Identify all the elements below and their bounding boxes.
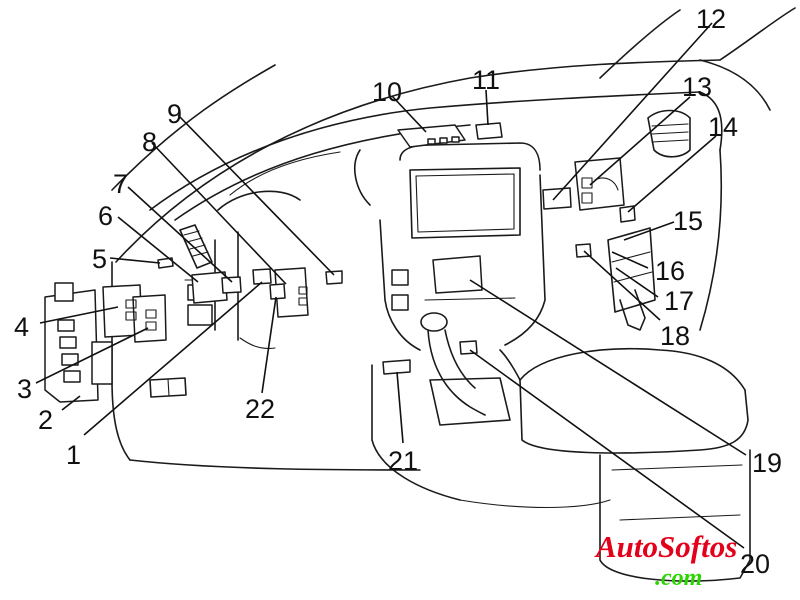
dash-pad — [149, 91, 723, 221]
callout-13: 13 — [682, 72, 712, 102]
callout-14: 14 — [708, 112, 738, 142]
left-vent — [179, 224, 213, 269]
callout-8: 8 — [142, 127, 157, 157]
watermark-brand: AutoSoftos — [594, 529, 737, 564]
gear-lever — [420, 312, 511, 426]
leader-lines — [35, 22, 747, 549]
right-kick-panel — [607, 149, 723, 331]
callout-3: 3 — [17, 374, 32, 404]
callout-4: 4 — [14, 312, 29, 342]
ecu-10 — [397, 124, 466, 148]
watermark: AutoSoftos .com — [594, 529, 737, 591]
ecu-19 — [432, 255, 483, 294]
floor-console — [499, 347, 751, 582]
callout-19: 19 — [752, 448, 782, 478]
callout-17: 17 — [664, 286, 694, 316]
center-stack — [379, 142, 546, 351]
cabin-outline — [111, 7, 796, 263]
relay-9 — [325, 270, 343, 285]
callout-9: 9 — [167, 99, 182, 129]
callout-15: 15 — [673, 206, 703, 236]
watermark-domain: .com — [655, 565, 702, 591]
callout-21: 21 — [388, 446, 418, 476]
callout-12: 12 — [696, 4, 726, 34]
relay-22 — [269, 283, 286, 300]
callout-labels: 1 2 3 4 5 6 7 8 9 10 11 12 13 14 15 16 1… — [14, 4, 782, 579]
relay-20 — [459, 340, 478, 355]
callout-6: 6 — [98, 201, 113, 231]
block-13 — [574, 157, 625, 211]
callout-7: 7 — [113, 169, 128, 199]
right-vent — [647, 109, 691, 158]
callout-1: 1 — [66, 440, 81, 470]
callout-2: 2 — [38, 405, 53, 435]
components — [44, 122, 636, 403]
callout-22: 22 — [245, 394, 275, 424]
callout-18: 18 — [660, 321, 690, 351]
callout-5: 5 — [92, 244, 107, 274]
lower-dash — [111, 261, 611, 509]
callout-20: 20 — [740, 549, 770, 579]
relay-12 — [542, 187, 572, 210]
relay-11 — [475, 122, 503, 140]
callout-11: 11 — [472, 65, 500, 95]
callout-16: 16 — [655, 256, 685, 286]
callout-10: 10 — [372, 77, 402, 107]
relay-5 — [157, 257, 174, 269]
relay-21 — [382, 359, 411, 375]
